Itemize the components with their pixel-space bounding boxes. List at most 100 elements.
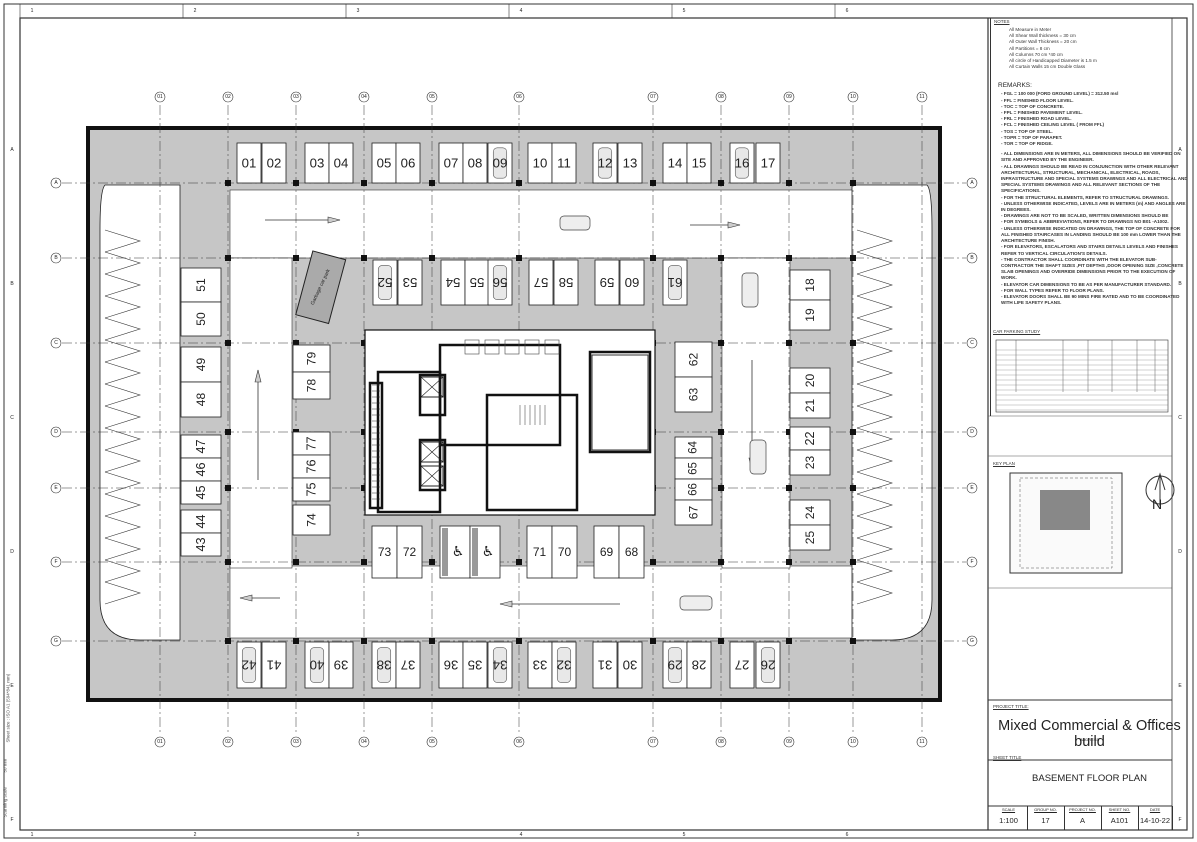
parking-space-number: 49 (194, 358, 208, 372)
parking-space: 50 (180, 301, 222, 337)
parking-space-number: 50 (194, 312, 208, 326)
parking-space: 44 (180, 509, 222, 534)
grid-row-label: C (54, 340, 58, 346)
ramp-zigzag (856, 229, 894, 253)
parking-space: 65 (674, 457, 713, 480)
structural-column (786, 255, 792, 261)
structural-column (516, 559, 522, 565)
col-ref: 5 (683, 8, 686, 14)
parking-space-outline (462, 641, 488, 689)
parking-space-number: 45 (194, 485, 208, 499)
car-icon (559, 215, 591, 231)
grid-bubble (358, 736, 370, 748)
parking-space: 59 (594, 259, 620, 306)
car-icon (309, 647, 325, 683)
grid-bubble (966, 482, 978, 494)
note-item: - FOR THE STRUCTURAL ELEMENTS, REFER TO … (1001, 194, 1169, 200)
hatch-strip (442, 528, 448, 576)
note-item: - FPL = FINISHED PAVEMENT LEVEL. (1001, 110, 1083, 116)
parking-space: 46 (180, 457, 222, 482)
note-item: All circle of Handicapped Diameter is 1.… (1009, 58, 1097, 64)
margin-sheet-size: Sheet size : ISO A1 (594*841 mm) (5, 673, 11, 743)
parking-space-outline (528, 259, 554, 306)
ramp-zigzag (104, 383, 142, 407)
col-ref: 3 (357, 8, 360, 14)
structural-column (516, 255, 522, 261)
structural-column (718, 429, 724, 435)
north-arrow-needle (1154, 472, 1166, 506)
structural-column (650, 180, 656, 186)
grid-column-label: 08 (718, 94, 724, 100)
parking-space-number: 60 (625, 275, 640, 290)
parking-space: 37 (395, 641, 421, 689)
parking-space: 12 (592, 142, 618, 184)
elevator-shaft (420, 465, 444, 487)
key-plan-core (1040, 490, 1090, 530)
col-ref: 3 (357, 832, 360, 838)
grid-bubble (847, 736, 859, 748)
parking-space-number: 10 (533, 156, 548, 171)
grid-bubble (783, 91, 795, 103)
parking-space: 49 (180, 346, 222, 383)
parking-space: 60 (619, 259, 645, 306)
note-item: All Shear Wall thickness = 30 cm (1009, 33, 1076, 39)
field-value: 17 (1041, 816, 1050, 825)
parking-space-outline (261, 142, 287, 184)
parking-space: 53 (397, 259, 423, 306)
grid-bubble (426, 91, 438, 103)
parking-space: 33 (527, 641, 553, 689)
grid-bubble (154, 736, 166, 748)
parking-space-number: 39 (334, 658, 349, 673)
parking-space-outline (789, 524, 831, 551)
grid-column-label: 09 (786, 739, 792, 745)
parking-space: 36 (438, 641, 464, 689)
traffic-arrow-head (727, 221, 741, 229)
ramp-zigzag (856, 515, 894, 539)
parking-space-outline (619, 259, 645, 306)
key-plan (1009, 472, 1175, 574)
parking-space-number: 34 (493, 658, 508, 673)
parking-space-number: 61 (668, 275, 683, 290)
parking-space-outline (592, 641, 618, 689)
row-ref: C (1178, 415, 1182, 421)
grid-row-label: E (54, 485, 58, 491)
parking-space-number: 77 (305, 436, 319, 450)
core-wall (418, 438, 447, 492)
parking-space-number: 79 (305, 352, 319, 366)
structural-column (516, 180, 522, 186)
parking-space-outline (395, 641, 421, 689)
parking-space-number: 38 (377, 658, 392, 673)
ramp-zigzag (104, 537, 142, 561)
parking-space-number: 15 (692, 156, 707, 171)
parking-space-number: 66 (688, 483, 700, 496)
grid-column-label: 10 (850, 94, 856, 100)
parking-space-outline (527, 641, 553, 689)
structural-column (293, 638, 299, 644)
parking-space: 19 (789, 299, 831, 331)
parking-space: 28 (686, 641, 712, 689)
grid-column-label: 01 (157, 739, 163, 745)
parking-space-number: 23 (803, 456, 817, 470)
row-ref: D (1178, 549, 1182, 555)
col-ref: 6 (846, 8, 849, 14)
ramp-zigzag (856, 471, 894, 495)
parking-space-number: 52 (378, 275, 393, 290)
note-item: - FGL = 100 000 (FORD GROUND LEVEL) = 31… (1001, 91, 1119, 97)
driving-aisle (229, 257, 293, 569)
parking-space-number: 48 (194, 393, 208, 407)
sheet-title: BASEMENT FLOOR PLAN (1032, 773, 1147, 784)
parking-space: 66 (674, 478, 713, 501)
field-value: A101 (1110, 816, 1129, 825)
ramp-right (851, 184, 933, 641)
grid-bubble (513, 91, 525, 103)
parking-space-outline (397, 259, 423, 306)
grid-column-label: 10 (850, 739, 856, 745)
parking-space: 64 (674, 436, 713, 459)
structural-column (786, 638, 792, 644)
ramp-zigzag (104, 581, 142, 605)
structural-column (225, 638, 231, 644)
parking-space-number: 59 (600, 275, 615, 290)
